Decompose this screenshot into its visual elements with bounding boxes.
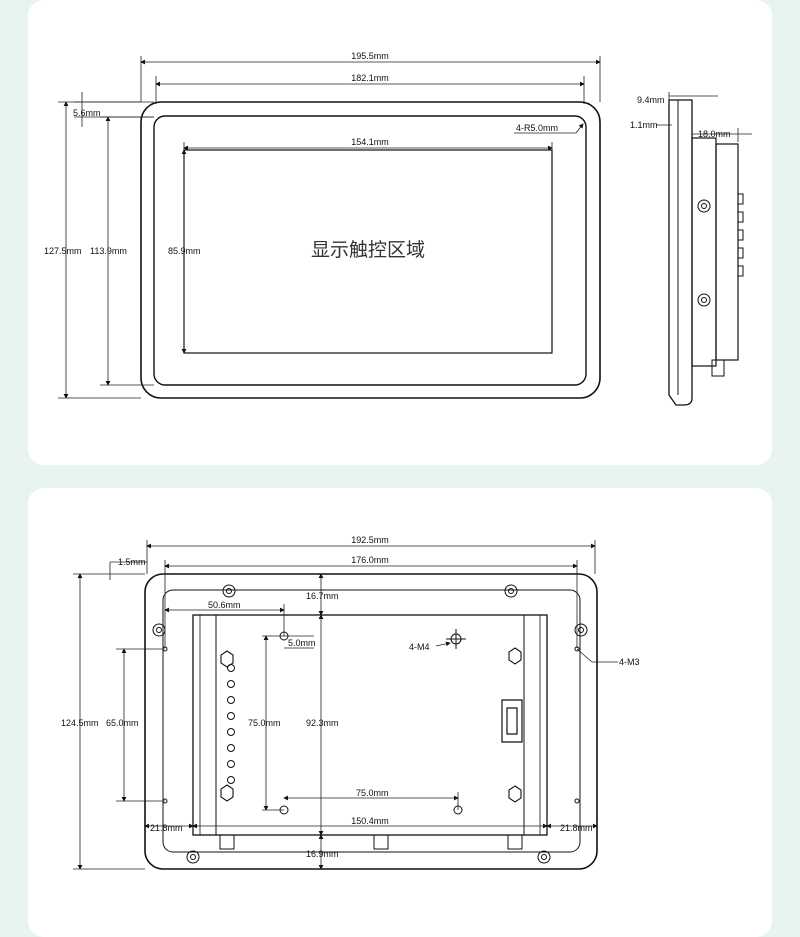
- rear-inner-frame: [162, 589, 581, 853]
- dim-offset-small: 5.0mm: [284, 635, 316, 649]
- dim-rear-edge-offset: 1.5mm: [109, 557, 147, 580]
- dim-bezel-depth: 1.1mm: [630, 120, 672, 130]
- hdmi-port: [501, 699, 523, 743]
- bezel-depth-label: 1.1mm: [630, 120, 658, 130]
- side-view: [668, 99, 744, 406]
- dim-vesa-height: 75.0mm: [248, 635, 284, 811]
- front-side-drawing: 显示触控区域 195.5mm 182.1mm 154.1mm 5.6mm 127…: [44, 51, 752, 406]
- dim-inner-height: 65.0mm: [106, 648, 165, 802]
- vesa-width-label: 75.0mm: [356, 788, 389, 798]
- dim-rear-overall-width: 192.5mm: [146, 535, 596, 574]
- mount-bracket: [192, 614, 548, 836]
- overall-width-label: 195.5mm: [351, 51, 389, 61]
- m3-callout: 4-M3: [576, 648, 640, 667]
- active-height-label: 85.9mm: [168, 246, 201, 256]
- dim-vesa-width: 75.0mm: [283, 788, 459, 810]
- dim-active-width: 154.1mm: [183, 137, 553, 151]
- bezel-width-label: 182.1mm: [351, 73, 389, 83]
- inner-height-label: 65.0mm: [106, 718, 139, 728]
- dim-left-margin: 21.8mm: [144, 823, 194, 833]
- body-depth-label: 18.0mm: [698, 129, 731, 139]
- dim-bracket-width: 150.4mm: [192, 816, 548, 829]
- m3-label: 4-M3: [619, 657, 640, 667]
- active-width-label: 154.1mm: [351, 137, 389, 147]
- dim-overall-width: 195.5mm: [140, 51, 601, 102]
- bracket-height-label: 92.3mm: [306, 718, 339, 728]
- corner-radius-label: 4-R5.0mm: [516, 123, 558, 133]
- dim-bezel-width: 182.1mm: [155, 73, 585, 104]
- display-touch-area-label: 显示触控区域: [311, 239, 425, 261]
- hex-nuts: [220, 647, 522, 803]
- dim-top-margin: 16.7mm: [306, 573, 339, 616]
- rear-outer-frame: [144, 573, 598, 870]
- dim-right-margin: 21.8mm: [546, 823, 598, 833]
- offset-small-label: 5.0mm: [288, 638, 316, 648]
- overall-height-label: 127.5mm: [44, 246, 82, 256]
- m4-callout: 4-M4: [409, 641, 451, 652]
- bottom-margin-label: 16.9mm: [306, 849, 339, 859]
- dim-glass-thickness: 9.4mm: [637, 92, 718, 105]
- dim-body-depth: 18.0mm: [692, 128, 752, 142]
- front-side-drawing-card: 显示触控区域 195.5mm 182.1mm 154.1mm 5.6mm 127…: [28, 0, 772, 465]
- m4-label: 4-M4: [409, 642, 430, 652]
- rear-edge-offset-label: 1.5mm: [118, 557, 146, 567]
- dim-active-height: 85.9mm: [168, 149, 201, 354]
- right-margin-label: 21.8mm: [560, 823, 593, 833]
- offset-x-label: 50.6mm: [208, 600, 241, 610]
- bracket-width-label: 150.4mm: [351, 816, 389, 826]
- dim-bottom-margin: 16.9mm: [306, 834, 339, 870]
- rear-overall-width-label: 192.5mm: [351, 535, 389, 545]
- bezel-height-label: 113.9mm: [90, 246, 127, 256]
- corner-screws: [152, 584, 588, 864]
- front-outer-frame: [140, 101, 601, 399]
- glass-thickness-label: 9.4mm: [637, 95, 665, 105]
- edge-offset-label: 5.6mm: [73, 108, 101, 118]
- dim-overall-height: 127.5mm: [44, 101, 141, 399]
- front-bezel: [153, 115, 587, 386]
- rear-drawing-card: 192.5mm 176.0mm 1.5mm 16.7mm 50.6mm 5.0m…: [28, 488, 772, 937]
- corner-radius-callout: 4-R5.0mm: [514, 123, 584, 134]
- rear-drawing: 192.5mm 176.0mm 1.5mm 16.7mm 50.6mm 5.0m…: [61, 535, 640, 870]
- left-margin-label: 21.8mm: [150, 823, 183, 833]
- hole-span-width-label: 176.0mm: [351, 555, 389, 565]
- vesa-height-label: 75.0mm: [248, 718, 281, 728]
- dim-edge-offset: 5.6mm: [73, 92, 154, 127]
- top-margin-label: 16.7mm: [306, 591, 339, 601]
- dim-offset-x: 50.6mm: [164, 600, 285, 636]
- rear-overall-height-label: 124.5mm: [61, 718, 99, 728]
- dim-bezel-height: 113.9mm: [90, 116, 154, 386]
- dim-rear-overall-height: 124.5mm: [61, 573, 145, 870]
- button-column: [227, 664, 235, 784]
- dim-hole-span-width: 176.0mm: [164, 555, 578, 648]
